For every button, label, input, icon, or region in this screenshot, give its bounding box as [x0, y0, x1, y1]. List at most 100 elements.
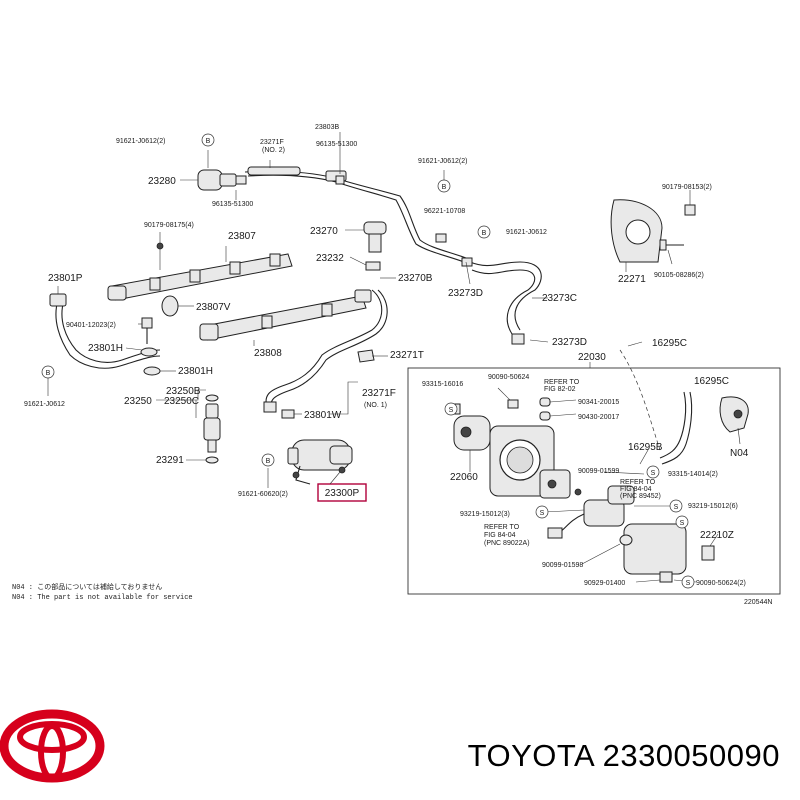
- label-23270b: 23270B: [398, 273, 433, 284]
- clip-96221: [435, 233, 447, 243]
- callout-b-4: B: [41, 365, 55, 379]
- label-93219-15012-3: 93219-15012(3): [460, 511, 510, 518]
- svg-text:B: B: [46, 370, 51, 377]
- label-90099-01598: 90099-01598: [542, 562, 583, 569]
- callout-b-3: B: [477, 225, 491, 239]
- label-96135-51300-b: 96135-51300: [212, 201, 253, 208]
- label-90179-08175-4: 90179-08175(4): [144, 222, 194, 229]
- label-23232: 23232: [316, 253, 344, 264]
- label-23801h-b: 23801H: [178, 366, 213, 377]
- o-ring-23801h: [140, 347, 161, 376]
- callout-b-5: B: [261, 453, 275, 467]
- label-93315-14014-2: 93315-14014(2): [668, 471, 718, 478]
- bolt-90090-50624: [507, 399, 519, 409]
- label-91621-j0612-2-b: 91621-J0612(2): [418, 158, 467, 165]
- label-90090-50624-2: 90090-50624(2): [696, 580, 746, 587]
- label-23273d-b: 23273D: [552, 337, 587, 348]
- toyota-logo-vertical: [38, 723, 66, 781]
- callout-s-6: S: [675, 515, 689, 529]
- label-refer-c-1: REFER TO: [484, 524, 520, 531]
- callout-b-1: B: [201, 133, 215, 147]
- pressure-regulator-23280: [197, 169, 247, 191]
- label-96135-51300-a: 96135-51300: [316, 141, 357, 148]
- brand-part-number: TOYOTA 2330050090: [467, 738, 780, 773]
- label-refer-c-3: (PNC 89022A): [484, 540, 530, 547]
- insulator-23807v: [161, 295, 179, 317]
- label-23271t: 23271T: [390, 350, 424, 361]
- label-90099-01599: 90099-01599: [578, 468, 619, 475]
- callout-s-2: S: [646, 465, 660, 479]
- label-23250b: 23250B: [166, 386, 201, 397]
- note-japanese: N04 : この部品については補給しておりません: [12, 582, 162, 592]
- label-23271f-no1: 23271F: [362, 388, 396, 399]
- fuel-delivery-pipe-23807: [107, 253, 293, 301]
- svg-text:B: B: [442, 184, 447, 191]
- callout-b-6: B: [0, 0, 5, 2]
- label-93315-16016: 93315-16016: [422, 381, 463, 388]
- svg-text:S: S: [674, 504, 679, 511]
- label-23801p: 23801P: [48, 273, 83, 284]
- part-labels: 91621-J0612(2) 23271F (NO. 2) 23803B 961…: [24, 124, 749, 587]
- fuel-hose-23273c: [461, 257, 542, 345]
- label-22060: 22060: [450, 472, 478, 483]
- callout-s-3: S: [535, 505, 549, 519]
- label-16295c-b: 16295C: [694, 376, 729, 387]
- label-refer-a-1: REFER TO: [544, 379, 580, 386]
- label-96221-10708: 96221-10708: [424, 208, 465, 215]
- label-90401-12023-2: 90401-12023(2): [66, 322, 116, 329]
- throttle-body-22030: [489, 425, 571, 499]
- label-23291: 23291: [156, 455, 184, 466]
- label-23801h-a: 23801H: [88, 343, 123, 354]
- label-91621-j0612-b: 91621-J0612: [24, 401, 65, 408]
- label-90090-50624: 90090-50624: [488, 374, 529, 381]
- label-23250c: 23250C: [164, 396, 199, 407]
- callout-s-4: S: [669, 499, 683, 513]
- leader-lines: [47, 132, 741, 583]
- label-refer-c-2: FIG 84-04: [484, 532, 516, 539]
- label-90179-08153-2: 90179-08153(2): [662, 184, 712, 191]
- note-english: N04 : The part is not available for serv…: [12, 594, 193, 602]
- label-n04: N04: [730, 448, 749, 459]
- hose-routing-line: [619, 349, 661, 451]
- idle-air-control-valve-22210z: [623, 523, 715, 583]
- fuel-pipe-23271f-no2: [247, 166, 347, 182]
- bolt-90099-01599: [574, 488, 582, 496]
- label-16295c-a: 16295C: [652, 338, 687, 349]
- label-90341-20015: 90341-20015: [578, 399, 619, 406]
- throttle-body-group-frame: [407, 367, 781, 595]
- label-23270: 23270: [310, 226, 338, 237]
- label-91621-j0612: 91621-J0612: [506, 229, 547, 236]
- diagram-code: 220544N: [744, 599, 772, 606]
- fuel-injector-23250: [203, 394, 221, 464]
- clip-96135: [335, 175, 345, 185]
- label-refer-b-1: REFER TO: [620, 479, 656, 486]
- callout-b-2: B: [437, 179, 451, 193]
- svg-text:B: B: [266, 458, 271, 465]
- label-23250: 23250: [124, 396, 152, 407]
- fuel-delivery-pipe-23808: [199, 289, 372, 341]
- label-91621-60620-2: 91621-60620(2): [238, 491, 288, 498]
- sensor-harness-93219: [547, 485, 635, 546]
- svg-text:S: S: [449, 407, 454, 414]
- svg-text:S: S: [680, 520, 685, 527]
- label-16295b: 16295B: [628, 442, 663, 453]
- svg-text:23300P: 23300P: [325, 488, 360, 499]
- bolt-90179-08175: [156, 232, 164, 270]
- label-90430-20017: 90430-20017: [578, 414, 619, 421]
- label-23271f-no2-sub: (NO. 2): [262, 147, 285, 154]
- fuel-pressure-damper-23270: [363, 221, 387, 271]
- water-hose-16295c: [659, 391, 693, 465]
- clip-23271t: [357, 349, 375, 363]
- bolt-90105-08286: [659, 239, 684, 251]
- label-23807v: 23807V: [196, 302, 231, 313]
- fuel-pipe-23271f-no1: [263, 289, 388, 413]
- label-23271f-no2: 23271F: [260, 139, 284, 146]
- label-93219-15012-6: 93219-15012(6): [688, 503, 738, 510]
- svg-text:S: S: [651, 470, 656, 477]
- highlighted-part-23300p[interactable]: 23300P: [317, 483, 367, 502]
- fuel-pipe-23801p: [49, 293, 161, 369]
- fuel-pipe-23803b: [244, 170, 467, 263]
- label-23280: 23280: [148, 176, 176, 187]
- bolt-90401-12023: [141, 317, 153, 344]
- label-90929-01400: 90929-01400: [584, 580, 625, 587]
